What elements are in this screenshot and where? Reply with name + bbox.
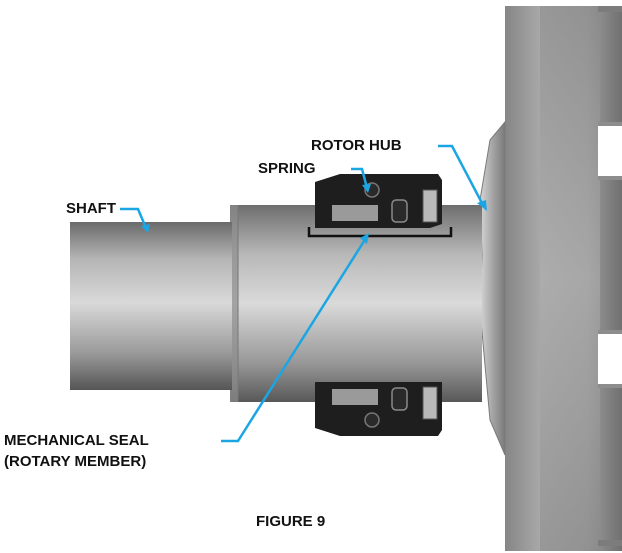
leader-line-rotor-hub (438, 144, 485, 206)
spring-coil-lower (364, 412, 380, 428)
leader-line-spring (351, 167, 369, 189)
leader-lines (120, 144, 485, 443)
shaft-sleeve (230, 205, 482, 402)
arrowhead-spring (362, 184, 371, 193)
shaft-label: SHAFT (66, 200, 116, 217)
leader-line-mechanical-seal (221, 237, 368, 443)
rotor-hub (479, 120, 506, 456)
leader-line-shaft (120, 207, 148, 229)
shaft-body (70, 222, 232, 390)
spring-label: SPRING (258, 160, 316, 177)
seal-bracket (307, 227, 453, 238)
figure-caption: FIGURE 9 (256, 513, 326, 530)
arrowhead-mechanical-seal (360, 233, 369, 244)
mechanical-seal-label-line2: (ROTARY MEMBER) (4, 453, 147, 470)
arrowhead-shaft (141, 224, 150, 233)
rotor-hub-label: ROTOR HUB (311, 137, 402, 154)
mechanical-seal-lower (315, 382, 442, 436)
rotor-plate (505, 6, 622, 551)
arrowhead-rotor-hub (477, 200, 487, 211)
mechanical-seal-upper (315, 174, 442, 228)
leader-arrowheads (141, 184, 487, 244)
mechanical-seal-label-line1: MECHANICAL SEAL (4, 432, 149, 449)
